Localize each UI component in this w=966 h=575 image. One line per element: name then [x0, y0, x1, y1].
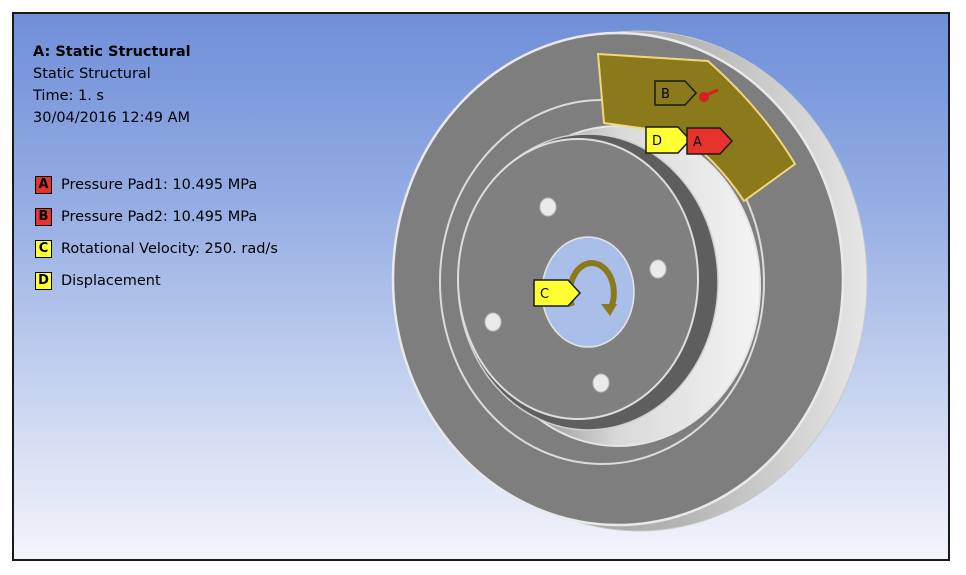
graphics-viewport[interactable]: A: Static Structural Static Structural T… [14, 14, 948, 559]
legend-label-c: Rotational Velocity: 250. rad/s [61, 241, 278, 257]
bolt-hole-2 [649, 259, 667, 279]
tag-c-label: C [540, 287, 549, 302]
legend-label-b: Pressure Pad2: 10.495 MPa [61, 209, 258, 225]
legend-item-a[interactable]: A Pressure Pad1: 10.495 MPa [35, 169, 278, 201]
analysis-time: Time: 1. s [33, 88, 104, 104]
tag-d-label: D [652, 134, 662, 149]
analysis-title: A: Static Structural [33, 44, 191, 60]
bolt-hole-1 [539, 197, 557, 217]
tag-a-label: A [693, 135, 702, 150]
tag-a[interactable]: A [686, 127, 734, 155]
analysis-info: A: Static Structural Static Structural T… [33, 41, 191, 129]
tag-b-label: B [661, 87, 670, 102]
boundary-legend: A Pressure Pad1: 10.495 MPa B Pressure P… [35, 169, 278, 297]
legend-label-a: Pressure Pad1: 10.495 MPa [61, 177, 258, 193]
tag-c[interactable]: C [533, 279, 582, 307]
legend-label-d: Displacement [61, 273, 161, 289]
tag-b[interactable]: B [654, 80, 698, 106]
analysis-type: Static Structural [33, 66, 151, 82]
rotational-velocity-arrowhead [601, 304, 617, 316]
legend-item-c[interactable]: C Rotational Velocity: 250. rad/s [35, 233, 278, 265]
pressure-pad2-marker-dot [699, 92, 709, 102]
bolt-hole-4 [592, 373, 610, 393]
analysis-datetime: 30/04/2016 12:49 AM [33, 110, 191, 126]
legend-chip-d: D [35, 272, 52, 290]
tag-d[interactable]: D [645, 126, 692, 154]
bolt-hole-3 [484, 312, 502, 332]
brake-disc-model[interactable]: B D A C [14, 14, 948, 559]
legend-chip-c: C [35, 240, 52, 258]
legend-item-b[interactable]: B Pressure Pad2: 10.495 MPa [35, 201, 278, 233]
legend-item-d[interactable]: D Displacement [35, 265, 278, 297]
legend-chip-a: A [35, 176, 52, 194]
legend-chip-b: B [35, 208, 52, 226]
graphics-frame: A: Static Structural Static Structural T… [12, 12, 950, 561]
